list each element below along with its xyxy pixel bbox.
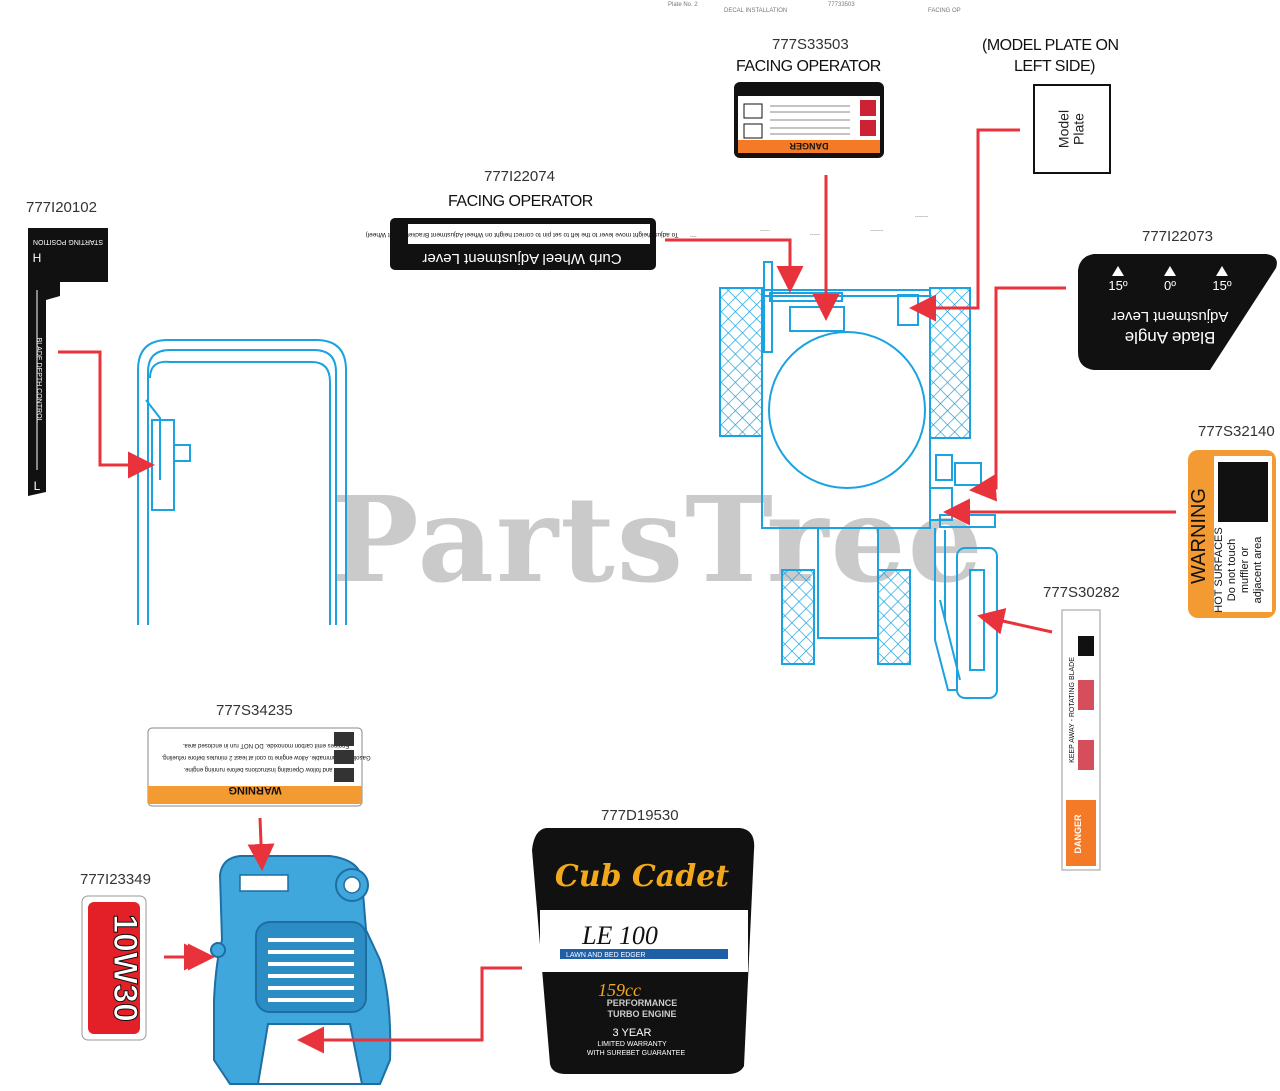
brand-subtitle: LAWN AND BED EDGER: [566, 952, 645, 959]
brand-name: Cub Cadet: [555, 859, 729, 894]
decal-hot-line3: muffler or: [1239, 547, 1251, 594]
facing-operator-heading-2: FACING OPERATOR: [448, 193, 593, 210]
svg-text:------: ------: [760, 228, 770, 234]
part-number-777d19530: 777D19530: [601, 807, 679, 824]
header-middle: DECAL INSTALLATION: [724, 8, 788, 14]
svg-text:--------: --------: [915, 214, 929, 220]
part-number-777i23349: 777I23349: [80, 871, 151, 888]
decal-engine-warning: WARNING: [228, 784, 281, 796]
decal-hot-line4: adjacent area: [1252, 536, 1264, 604]
part-number-777i20102: 777I20102: [26, 199, 97, 216]
decal-curb-body: To adjust height move lever to the left …: [366, 231, 679, 238]
svg-text:--------: --------: [870, 228, 884, 234]
decal-start-l: L: [34, 479, 41, 493]
decal-strip-text: KEEP AWAY - ROTATING BLADE: [1069, 657, 1076, 763]
decal-777i22074: Curb Wheel Adjustment Lever To adjust he…: [366, 218, 679, 270]
decal-hot-warning: WARNING: [1188, 488, 1210, 584]
decal-engine-line2: Gasoline is flammable. Allow engine to c…: [161, 754, 370, 760]
part-number-777s33503: 777S33503: [772, 36, 849, 53]
model-plate-note-line1: (MODEL PLATE ON: [982, 37, 1119, 54]
header-left: Plate No. 2: [668, 2, 698, 8]
decal-777i20102: STARTING POSITION H L BLADE DEPTH CONTRO…: [28, 228, 108, 496]
model-plate-note-line2: LEFT SIDE): [1014, 58, 1095, 75]
decal-hot-line2: Do not touch: [1226, 539, 1238, 601]
decal-blade-center: 0º: [1164, 278, 1176, 293]
part-number-777s34235: 777S34235: [216, 702, 293, 719]
edger-tiny-labels: ---- ------ ------ -------- --------: [690, 214, 929, 240]
decal-777s34235: WARNING Read and follow Operating Instru…: [147, 727, 371, 807]
part-number-777s30282: 777S30282: [1043, 584, 1120, 601]
pointer-lines: [58, 128, 1176, 1054]
decal-777i23349: 10W30: [81, 895, 147, 1041]
decal-curb-title: Curb Wheel Adjustment Lever: [422, 250, 621, 267]
decal-777s33503: DANGER: [734, 82, 884, 158]
header-mid2: 77733503: [828, 2, 855, 8]
header-right: FACING OP: [928, 8, 961, 14]
decal-blade-right: 15º: [1212, 278, 1231, 293]
brand-warranty1: 3 YEAR: [613, 1027, 652, 1039]
decal-777d19530: Cub Cadet LE 100 LAWN AND BED EDGER 159c…: [532, 828, 755, 1074]
decal-777s32140: WARNING HOT SURFACES Do not touch muffle…: [1188, 450, 1276, 618]
decal-hot-line1: HOT SURFACES: [1213, 527, 1225, 612]
part-number-777s32140: 777S32140: [1198, 423, 1275, 440]
decal-engine-line3: Engines emit carbon monoxide. DO NOT run…: [182, 742, 349, 748]
svg-text:------: ------: [810, 232, 820, 238]
brand-warranty2: LIMITED WARRANTY: [597, 1041, 667, 1048]
decal-start-side: BLADE DEPTH CONTROL: [35, 338, 42, 423]
header-strip: Plate No. 2 DECAL INSTALLATION 77733503 …: [660, 0, 980, 28]
decal-engine-line1: Read and follow Operating Instructions b…: [183, 766, 348, 772]
facing-operator-heading-1: FACING OPERATOR: [736, 58, 881, 75]
oil-decal-text: 10W30: [106, 914, 144, 1022]
decal-strip-danger: DANGER: [1073, 814, 1083, 854]
brand-warranty3: WITH SUREBET GUARANTEE: [587, 1050, 686, 1057]
engine-drawing: [210, 855, 392, 1085]
brand-cc: 159cc: [598, 980, 641, 1000]
decal-start-top: STARTING POSITION: [33, 238, 103, 245]
part-number-777i22073: 777I22073: [1142, 228, 1213, 245]
watermark: PartsTree: [330, 470, 985, 609]
brand-model: LE 100: [581, 921, 658, 950]
brand-engine2: TURBO ENGINE: [607, 1009, 676, 1019]
brand-engine1: PERFORMANCE: [607, 998, 678, 1008]
part-number-777i22074: 777I22074: [484, 168, 555, 185]
handle-drawing: [137, 339, 347, 625]
decal-777i22073: Blade Angle Adjustment Lever 15º 0º 15º: [1078, 254, 1277, 370]
decal-blade-title1: Blade Angle: [1125, 328, 1216, 347]
decal-start-h: H: [33, 251, 42, 265]
decal-777s30282: DANGER KEEP AWAY - ROTATING BLADE: [1061, 609, 1101, 871]
decal-blade-left: 15º: [1108, 278, 1127, 293]
svg-text:----: ----: [690, 234, 697, 240]
decal-danger-top-text: DANGER: [789, 141, 829, 151]
decal-blade-title2: Adjustment Lever: [1112, 308, 1229, 325]
edger-top-view: [719, 261, 998, 699]
